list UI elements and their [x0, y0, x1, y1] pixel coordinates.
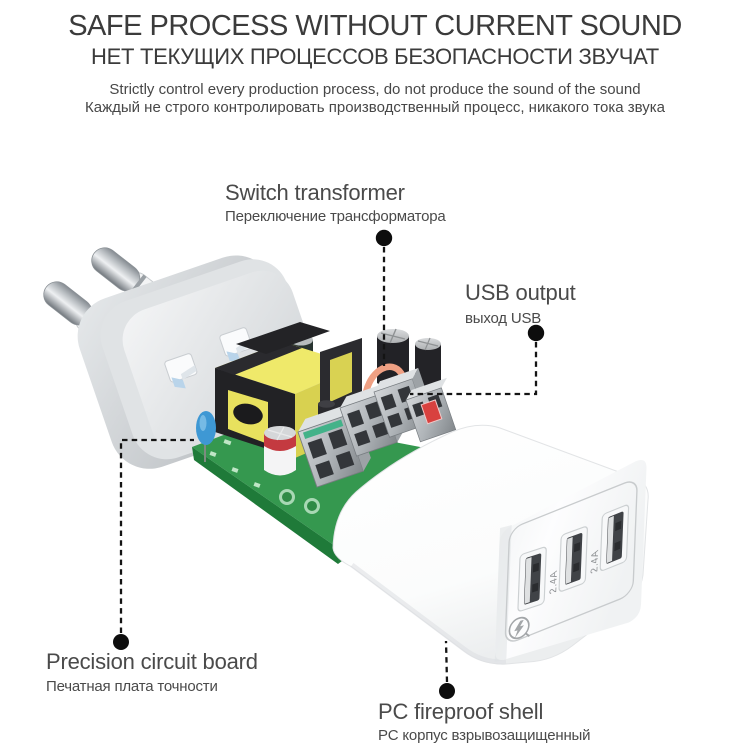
callout-line-pc-fireproof-shell: [444, 640, 449, 683]
callout-switch-transformer-en: Switch transformer: [225, 180, 405, 205]
callout-precision-circuit-board-en: Precision circuit board: [46, 649, 258, 674]
callout-dot: [113, 634, 129, 650]
description-ru: Каждый не строго контролировать производ…: [84, 99, 666, 116]
callout-precision-circuit-board-ru: Печатная плата точности: [46, 678, 218, 695]
callout-dot: [375, 229, 393, 247]
usb-port: [405, 377, 457, 443]
port-current-label: 2.4A: [590, 548, 601, 575]
callout-line-usb-output: [410, 342, 538, 396]
callout-line-precision-circuit-board: [119, 438, 194, 633]
face-outline: [504, 481, 638, 642]
charger-shell: 2.4A 2.4A: [332, 424, 649, 665]
page-title: SAFE PROCESS WITHOUT CURRENT SOUND: [68, 10, 682, 42]
mounting-hole: [304, 498, 320, 514]
shell-front-face: 2.4A 2.4A: [494, 460, 647, 662]
plug-clip: [164, 353, 198, 389]
port-current-label: 2.4A: [548, 569, 559, 595]
usb-output-port: 2.4A: [548, 526, 588, 595]
callout-switch-transformer-ru: Переключение трансформатора: [225, 208, 446, 225]
quick-charge-logo: [508, 616, 530, 640]
callout-pc-fireproof-shell-en: PC fireproof shell: [378, 699, 544, 724]
component: [420, 399, 443, 425]
callout-pc-fireproof-shell-ru: PC корпус взрывозащищенный: [378, 727, 591, 744]
shell-shade: [350, 563, 507, 665]
pcb-side: [192, 447, 338, 564]
capacitor: [264, 426, 296, 476]
capacitor: [196, 411, 216, 462]
callout-usb-output-ru: выход USB: [465, 310, 542, 327]
callout-usb-output-en: USB output: [465, 280, 576, 305]
description-en: Strictly control every production proces…: [109, 81, 641, 98]
mounting-hole: [279, 489, 295, 505]
callout-dot: [439, 683, 455, 699]
page-subtitle-ru: НЕТ ТЕКУЩИХ ПРОЦЕССОВ БЕЗОПАСНОСТИ ЗВУЧА…: [91, 44, 659, 69]
usb-output-port: [517, 546, 547, 612]
usb-output-port: 2.4A: [590, 504, 630, 575]
callout-dot: [527, 324, 545, 342]
